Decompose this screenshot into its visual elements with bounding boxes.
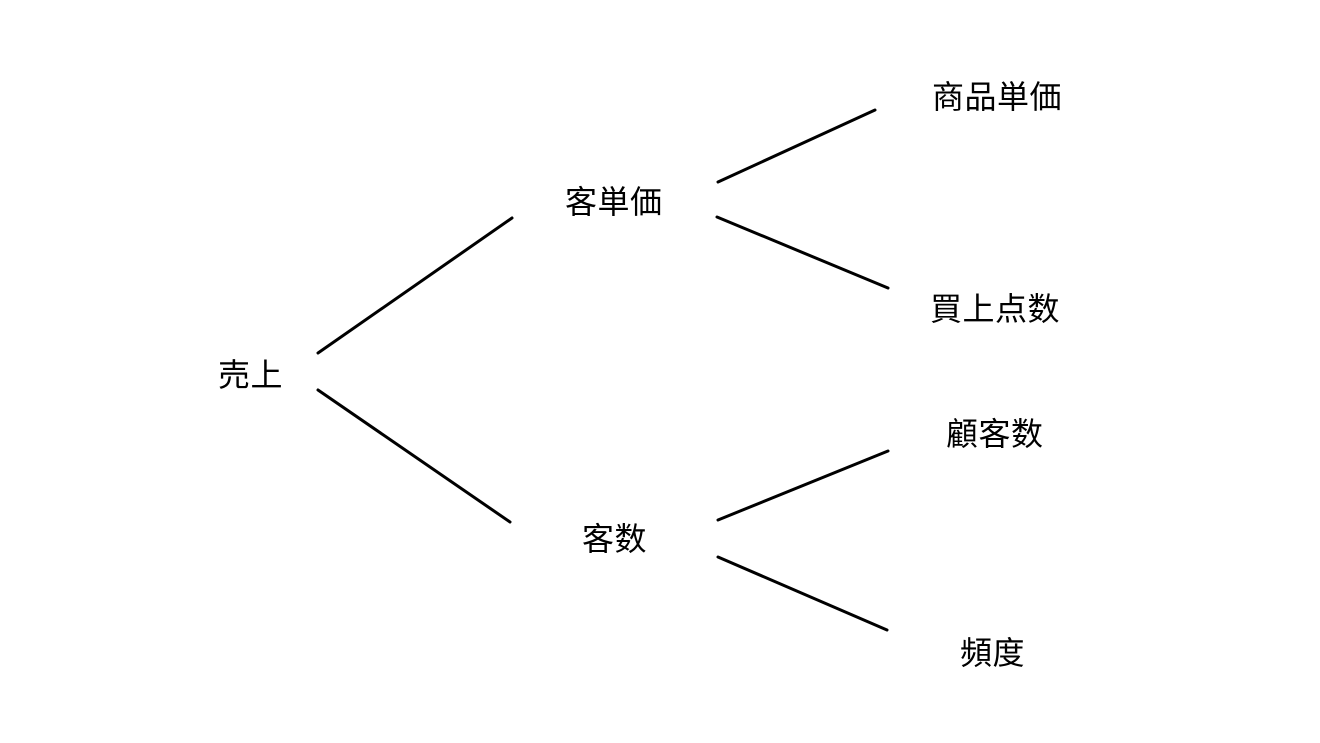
edge-sales-to-customer-count xyxy=(316,388,512,524)
node-customer-count: 客数 xyxy=(582,521,648,557)
node-sales: 売上 xyxy=(218,357,284,393)
edge-customer-count-to-frequency xyxy=(716,555,889,632)
node-items-per-purchase: 買上点数 xyxy=(930,291,1061,327)
edge-avg-spend-to-unit-price xyxy=(716,108,877,184)
node-avg-spend: 客単価 xyxy=(565,184,663,220)
node-frequency: 頻度 xyxy=(960,635,1026,671)
node-unit-price: 商品単価 xyxy=(932,79,1063,115)
edge-sales-to-avg-spend xyxy=(316,216,514,355)
node-num-customers: 顧客数 xyxy=(946,416,1044,452)
edge-customer-count-to-num-customers xyxy=(716,449,890,522)
edge-avg-spend-to-items-per-purchase xyxy=(715,215,890,290)
